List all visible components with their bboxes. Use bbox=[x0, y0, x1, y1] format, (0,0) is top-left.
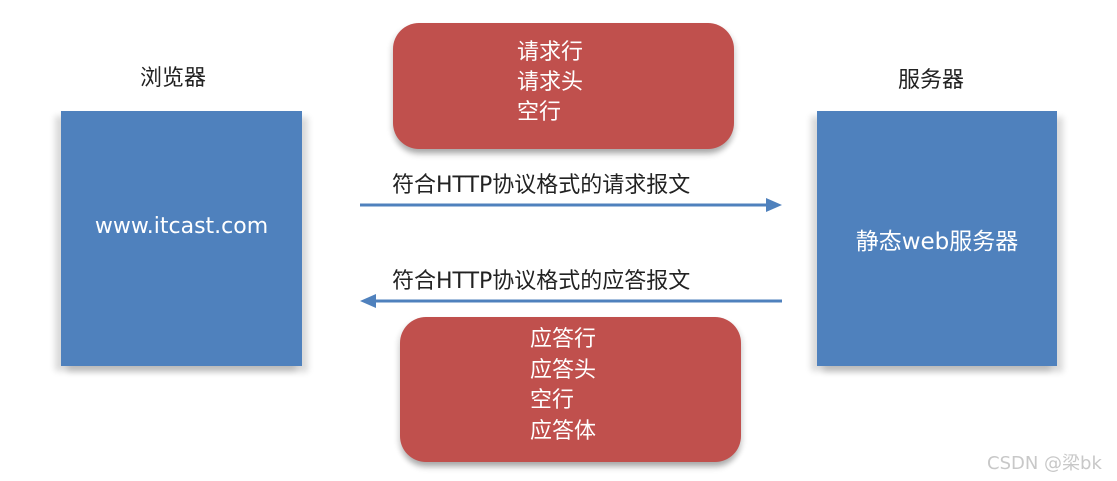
watermark: CSDN @梁bk bbox=[987, 453, 1102, 474]
server-box: 静态web服务器 bbox=[817, 111, 1057, 366]
request-arrow-head bbox=[766, 198, 782, 212]
response-part-line: 应答体 bbox=[530, 419, 597, 444]
response-part-line: 应答行 bbox=[530, 327, 597, 352]
server-title: 服务器 bbox=[898, 68, 965, 93]
response-caption: 符合HTTP协议格式的应答报文 bbox=[392, 269, 691, 294]
request-part-line: 请求行 bbox=[517, 40, 584, 65]
response-arrow-head bbox=[360, 294, 376, 308]
browser-box: www.itcast.com bbox=[61, 111, 302, 366]
response-parts-box: 应答行 应答头 空行 应答体 bbox=[400, 317, 741, 462]
response-part-line: 空行 bbox=[530, 388, 575, 413]
browser-title: 浏览器 bbox=[140, 66, 207, 91]
response-part-line: 应答头 bbox=[530, 358, 597, 383]
request-part-line: 请求头 bbox=[517, 70, 584, 95]
server-name: 静态web服务器 bbox=[855, 228, 1019, 255]
browser-address: www.itcast.com bbox=[94, 213, 269, 239]
request-caption: 符合HTTP协议格式的请求报文 bbox=[392, 173, 691, 198]
request-parts-box: 请求行 请求头 空行 bbox=[393, 23, 734, 149]
request-part-line: 空行 bbox=[517, 100, 562, 125]
